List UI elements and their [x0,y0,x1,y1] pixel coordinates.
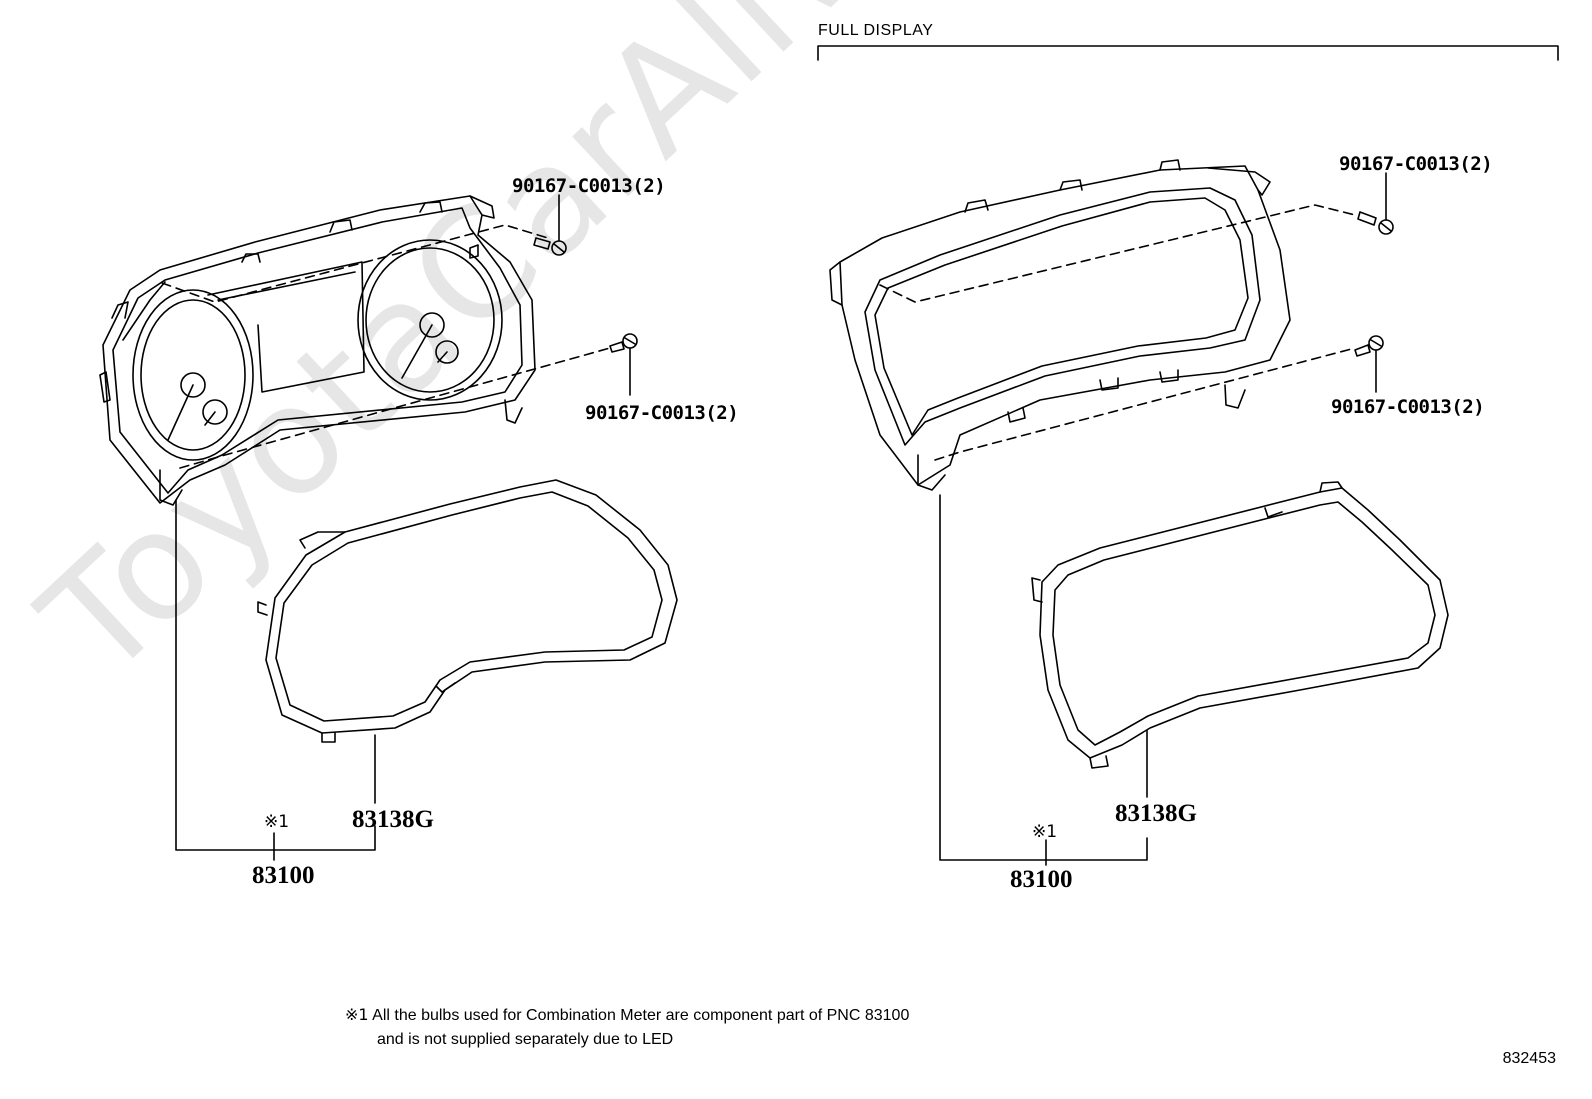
left-bracket-leader [175,499,376,851]
left-screw-upper-label[interactable]: 90167-C0013(2) [512,175,666,197]
footnote-symbol: ※1 [345,1005,369,1024]
right-note-mark: ※1 [1032,822,1058,842]
section-header: FULL DISPLAY [818,22,934,39]
right-bracket-leader [939,494,1148,861]
right-combination-meter [829,159,1291,491]
left-screw-lower [609,333,638,353]
section-bracket [817,45,1559,61]
left-guide-lower [179,347,611,469]
right-guide-lower [934,347,1356,461]
left-guide-upper [161,224,549,303]
right-screw-upper-label[interactable]: 90167-C0013(2) [1339,153,1493,175]
right-screw-upper [1357,211,1394,235]
left-meter-glass [257,479,678,743]
left-screw-lower-label[interactable]: 90167-C0013(2) [585,402,739,424]
footnote-line-1: ※1 All the bulbs used for Combination Me… [345,1003,909,1028]
right-meter-glass [1031,481,1449,769]
footnote-line-2: and is not supplied separately due to LE… [377,1031,674,1048]
right-screw-lower-label[interactable]: 90167-C0013(2) [1331,396,1485,418]
right-guide-upper [879,204,1356,303]
left-screw-upper [533,237,567,256]
right-meter-part-label[interactable]: 83100 [1010,866,1073,893]
left-combination-meter [99,195,536,506]
footnote-text-1: All the bulbs used for Combination Meter… [372,1007,910,1024]
left-note-mark: ※1 [264,812,290,832]
left-meter-part-label[interactable]: 83100 [252,862,315,889]
right-screw-lower [1354,335,1384,357]
right-glass-part-label[interactable]: 83138G [1115,800,1197,827]
left-glass-part-label[interactable]: 83138G [352,806,434,833]
footnote: ※1 All the bulbs used for Combination Me… [345,1003,909,1052]
drawing-number: 832453 [1502,1050,1556,1067]
